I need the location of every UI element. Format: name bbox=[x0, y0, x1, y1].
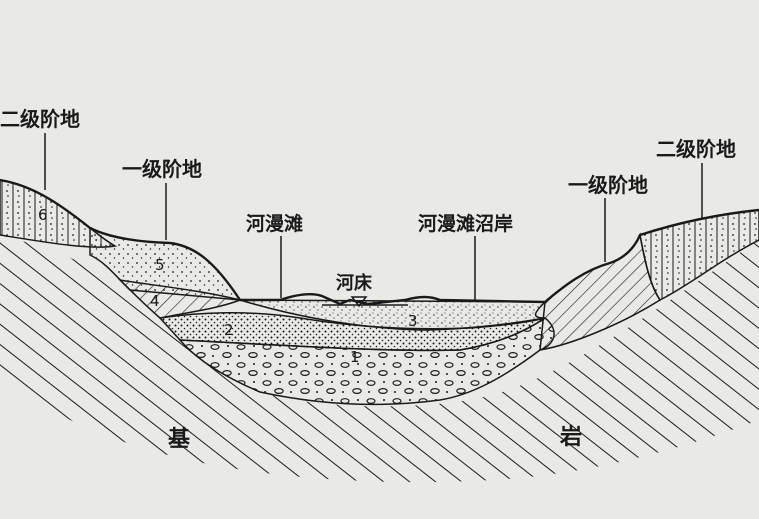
layer-number-1: 1 bbox=[350, 348, 360, 366]
bedrock-area bbox=[0, 235, 759, 483]
layer-number-5: 5 bbox=[155, 256, 165, 274]
layer-number-6: 6 bbox=[38, 206, 48, 224]
layer-4 bbox=[117, 278, 243, 319]
ground-surface bbox=[0, 178, 759, 306]
label-floodplain-marsh: 河漫滩沼岸 bbox=[418, 212, 513, 235]
layer-3 bbox=[239, 299, 547, 331]
water-level-marker bbox=[350, 296, 368, 308]
label-terrace1-left: 一级阶地 bbox=[122, 157, 202, 181]
layer-number-3: 3 bbox=[408, 312, 418, 330]
label-riverbed: 河床 bbox=[336, 272, 373, 294]
layer-number-2: 2 bbox=[224, 321, 234, 339]
layer-number-4: 4 bbox=[150, 292, 160, 310]
label-terrace2-left: 二级阶地 bbox=[0, 107, 80, 131]
label-bedrock-right: 岩 bbox=[559, 425, 582, 450]
label-terrace1-right: 一级阶地 bbox=[568, 173, 648, 197]
label-bedrock-left: 基 bbox=[168, 427, 191, 452]
layer-1 bbox=[178, 317, 555, 406]
label-floodplain: 河漫滩 bbox=[246, 212, 303, 235]
label-terrace2-right: 二级阶地 bbox=[656, 137, 736, 161]
